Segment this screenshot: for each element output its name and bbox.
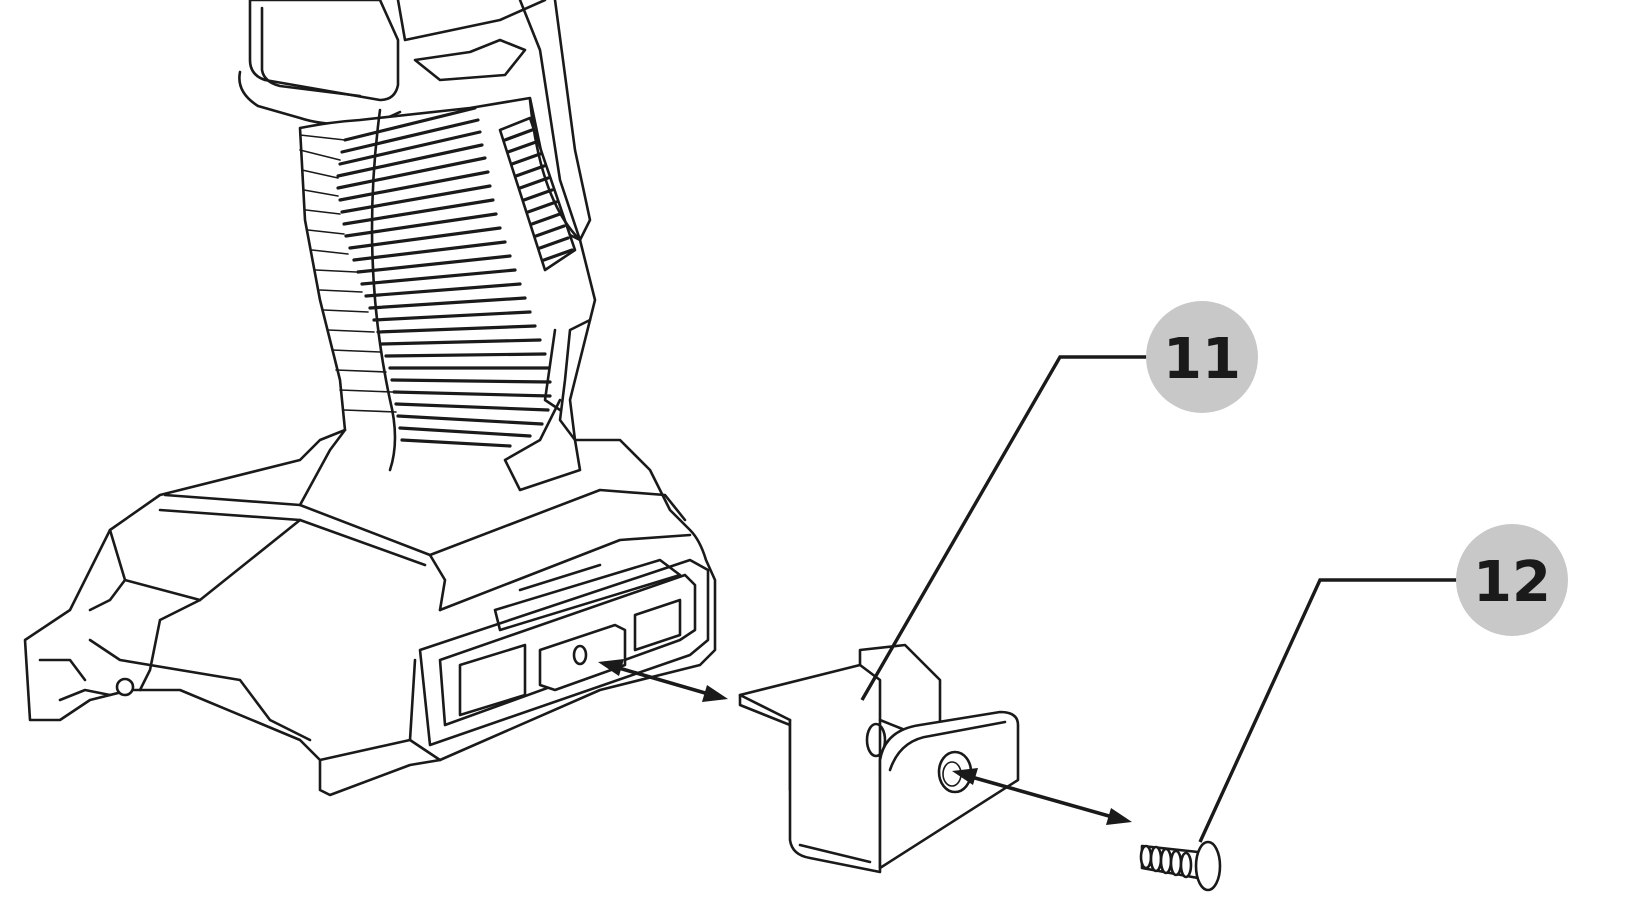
insert-arrow-2 [952,768,1132,825]
screw [1139,840,1222,892]
power-tool-handle [23,0,717,797]
callout-11-label: 11 [1163,327,1241,392]
insert-arrow-1 [598,659,728,702]
callout-11: 11 [860,301,1258,701]
callout-12-label: 12 [1473,550,1551,615]
callout-11-bubble [1146,301,1258,413]
callout-12-bubble [1456,524,1568,636]
belt-clip-bracket [738,643,1020,874]
callout-12: 12 [1198,524,1568,843]
grip-texture [299,106,552,448]
vent-slots [498,116,577,272]
